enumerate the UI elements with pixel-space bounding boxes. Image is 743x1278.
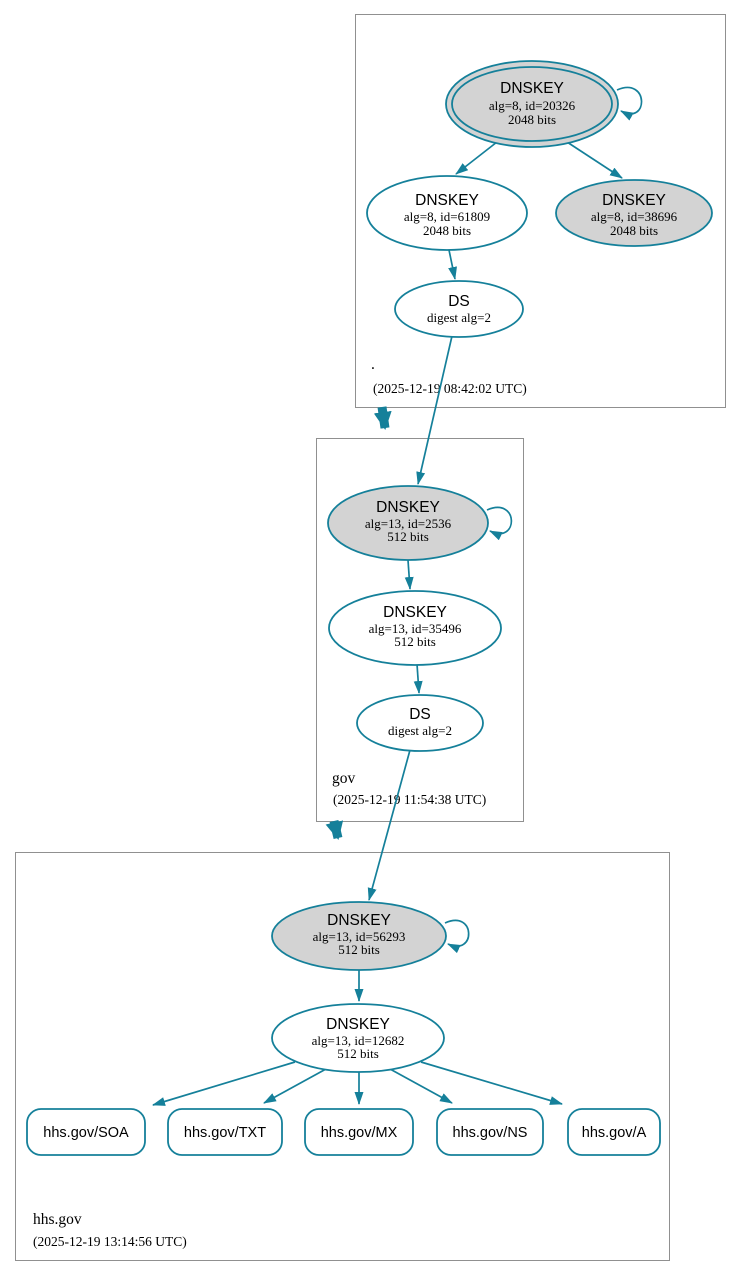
root-zsk-ellipse — [366, 175, 528, 251]
gov-ksk-ellipse — [327, 485, 489, 561]
edge-root-ksk-to-zsk — [455, 141, 498, 175]
zone-box-root — [355, 14, 726, 408]
node-gov-ksk-dnskey[interactable]: DNSKEY alg=13, id=2536 512 bits — [327, 485, 489, 561]
hhs-ksk-detail: alg=13, id=56293 — [313, 929, 406, 944]
hhs-ksk-title: DNSKEY — [327, 912, 391, 929]
root-ksk-title: DNSKEY — [500, 80, 564, 97]
rrset-ns-box — [436, 1108, 544, 1156]
node-hhs-ksk-dnskey[interactable]: DNSKEY alg=13, id=56293 512 bits — [271, 901, 447, 971]
root-ksk-detail: alg=8, id=20326 — [489, 98, 576, 113]
node-rrset-hhs-gov-a[interactable]: hhs.gov/A — [567, 1108, 661, 1156]
edge-gov-ds-to-hhs-ksk — [367, 749, 411, 901]
zone-timestamp-gov: (2025-12-19 11:54:38 UTC) — [333, 792, 486, 807]
edge-root-ds-to-gov-ksk — [416, 335, 453, 485]
gov-ds-ellipse — [356, 694, 484, 752]
node-rrset-hhs-gov-soa[interactable]: hhs.gov/SOA — [26, 1108, 146, 1156]
hhs-zsk-bits: 512 bits — [337, 1046, 379, 1061]
rrset-mx-label: hhs.gov/MX — [321, 1125, 398, 1141]
node-root-ds[interactable]: DS digest alg=2 — [394, 280, 524, 338]
edge-root-ksk-self-loop — [616, 86, 643, 121]
root-ds-ellipse — [394, 280, 524, 338]
root-dnskey-38696-detail: alg=8, id=38696 — [591, 209, 678, 224]
zone-box-gov — [316, 438, 524, 822]
root-ksk-ellipse-outer — [445, 60, 619, 148]
hhs-ksk-ellipse — [271, 901, 447, 971]
rrset-soa-box — [26, 1108, 146, 1156]
node-rrset-hhs-gov-txt[interactable]: hhs.gov/TXT — [167, 1108, 283, 1156]
rrset-ns-label: hhs.gov/NS — [453, 1125, 528, 1141]
zone-timestamp-hhs-gov: (2025-12-19 13:14:56 UTC) — [33, 1234, 187, 1249]
hhs-zsk-ellipse — [271, 1003, 445, 1073]
rrset-a-label: hhs.gov/A — [582, 1125, 647, 1141]
edge-gov-ksk-self-loop — [486, 506, 513, 541]
edge-root-ksk-to-dnskey-38696 — [566, 141, 623, 179]
node-hhs-zsk-dnskey[interactable]: DNSKEY alg=13, id=12682 512 bits — [271, 1003, 445, 1073]
zone-name-hhs-gov: hhs.gov — [33, 1211, 82, 1228]
gov-ds-title: DS — [409, 706, 431, 723]
gov-zsk-title: DNSKEY — [383, 604, 447, 621]
rrset-soa-label: hhs.gov/SOA — [43, 1125, 129, 1141]
root-ksk-bits: 2048 bits — [508, 112, 556, 127]
gov-ksk-title: DNSKEY — [376, 499, 440, 516]
zone-box-hhs-gov — [15, 852, 670, 1261]
root-zsk-bits: 2048 bits — [423, 223, 471, 238]
root-zsk-title: DNSKEY — [415, 192, 479, 209]
node-root-ksk-dnskey[interactable]: DNSKEY alg=8, id=20326 2048 bits — [445, 60, 619, 148]
node-rrset-hhs-gov-mx[interactable]: hhs.gov/MX — [304, 1108, 414, 1156]
edge-hhs-zsk-to-ns — [389, 1068, 453, 1104]
edge-delegation-root-to-gov — [373, 406, 392, 430]
root-ksk-ellipse-inner — [451, 66, 613, 142]
node-root-dnskey-38696[interactable]: DNSKEY alg=8, id=38696 2048 bits — [555, 179, 713, 247]
edge-gov-zsk-to-ds — [413, 663, 423, 694]
gov-ds-detail: digest alg=2 — [388, 723, 452, 738]
gov-zsk-bits: 512 bits — [394, 634, 436, 649]
root-zsk-detail: alg=8, id=61809 — [404, 209, 490, 224]
hhs-zsk-title: DNSKEY — [326, 1016, 390, 1033]
node-gov-ds[interactable]: DS digest alg=2 — [356, 694, 484, 752]
rrset-a-box — [567, 1108, 661, 1156]
node-root-zsk-dnskey[interactable]: DNSKEY alg=8, id=61809 2048 bits — [366, 175, 528, 251]
gov-zsk-detail: alg=13, id=35496 — [369, 621, 462, 636]
zone-name-gov: gov — [332, 770, 356, 787]
gov-ksk-bits: 512 bits — [387, 529, 429, 544]
node-gov-zsk-dnskey[interactable]: DNSKEY alg=13, id=35496 512 bits — [328, 590, 502, 666]
root-dnskey-38696-ellipse — [555, 179, 713, 247]
hhs-ksk-bits: 512 bits — [338, 942, 380, 957]
hhs-zsk-detail: alg=13, id=12682 — [312, 1033, 405, 1048]
edge-hhs-ksk-self-loop — [444, 919, 470, 954]
root-ds-title: DS — [448, 293, 470, 310]
node-rrset-hhs-gov-ns[interactable]: hhs.gov/NS — [436, 1108, 544, 1156]
rrset-mx-box — [304, 1108, 414, 1156]
root-dnskey-38696-title: DNSKEY — [602, 192, 666, 209]
gov-zsk-ellipse — [328, 590, 502, 666]
zone-name-root: . — [371, 356, 375, 373]
edge-hhs-zsk-to-a — [420, 1061, 563, 1105]
edge-root-zsk-to-ds — [448, 249, 457, 280]
rrset-txt-box — [167, 1108, 283, 1156]
root-dnskey-38696-bits: 2048 bits — [610, 223, 658, 238]
root-ds-detail: digest alg=2 — [427, 310, 491, 325]
edge-delegation-gov-to-hhs — [325, 819, 344, 840]
gov-ksk-detail: alg=13, id=2536 — [365, 516, 452, 531]
rrset-txt-label: hhs.gov/TXT — [184, 1125, 266, 1141]
edge-hhs-zsk-to-txt — [263, 1068, 327, 1104]
edge-gov-ksk-to-zsk — [404, 559, 414, 590]
edge-hhs-zsk-to-soa — [152, 1061, 296, 1106]
zone-timestamp-root: (2025-12-19 08:42:02 UTC) — [373, 381, 527, 396]
